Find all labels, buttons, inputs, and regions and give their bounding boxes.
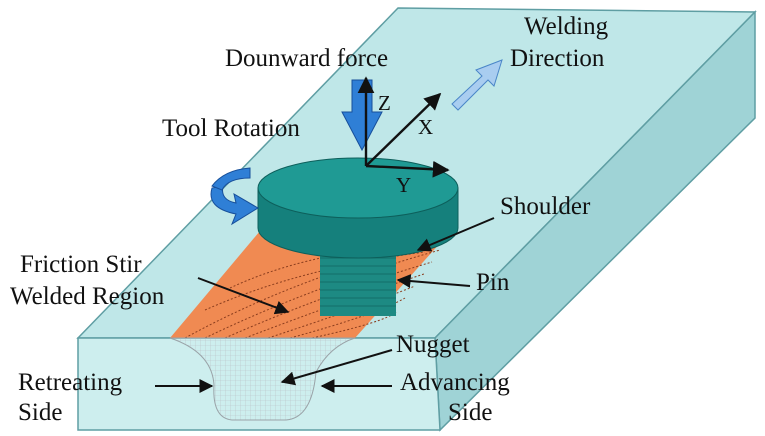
nugget-zone (169, 337, 356, 421)
label-retreating-2: Side (18, 399, 62, 426)
tool-pin (320, 250, 396, 316)
label-axis-y: Y (396, 173, 411, 197)
diagonal-arrow-icon (451, 59, 503, 111)
label-welding-direction-1: Welding (524, 13, 609, 40)
label-pin: Pin (476, 269, 510, 296)
tool-shoulder (257, 157, 459, 259)
label-shoulder: Shoulder (500, 193, 591, 220)
label-friction-stir-1: Friction Stir (20, 251, 142, 278)
label-axis-z: Z (378, 91, 391, 115)
coordinate-axes (357, 76, 450, 178)
label-axis-x: X (418, 115, 433, 139)
leader-arrows (155, 217, 495, 393)
label-welding-direction-2: Direction (510, 45, 605, 72)
label-advancing-1: Advancing (400, 369, 510, 396)
label-downward-force: Dounward force (225, 45, 388, 72)
label-advancing-2: Side (448, 399, 492, 426)
label-retreating-1: Retreating (18, 369, 123, 396)
label-tool-rotation: Tool Rotation (162, 115, 300, 142)
label-friction-stir-2: Welded Region (10, 283, 165, 310)
label-nugget: Nugget (396, 331, 470, 358)
curved-arrow-icon (210, 167, 259, 226)
